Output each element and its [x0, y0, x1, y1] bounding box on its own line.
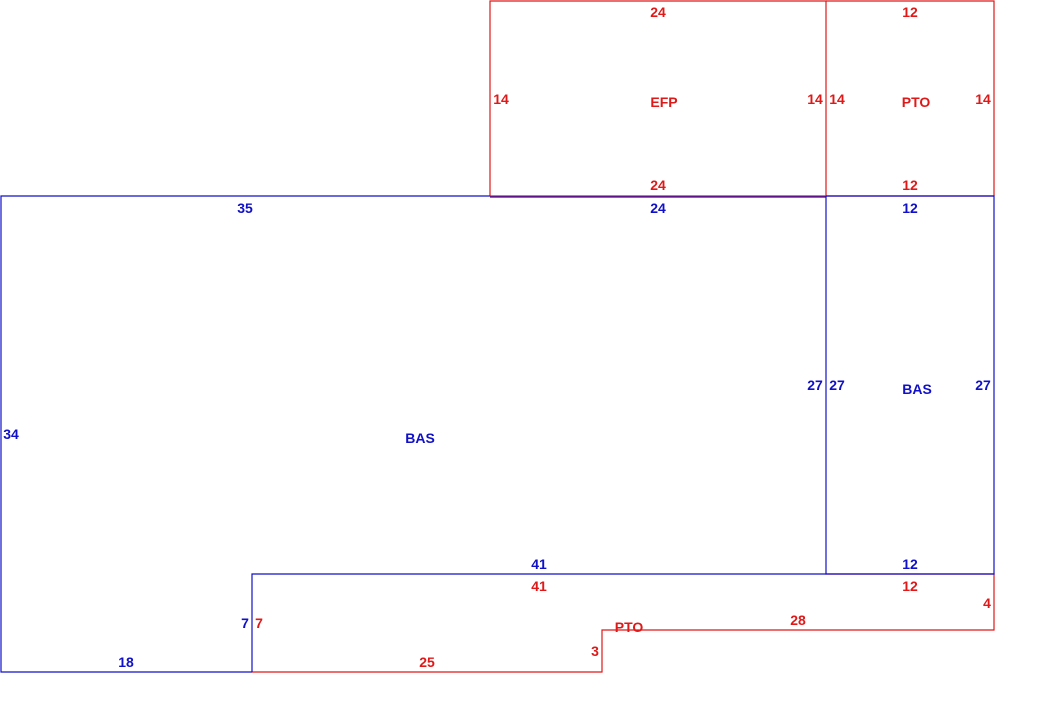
area-label-efp: EFP — [650, 94, 677, 110]
dim-label: 7 — [241, 615, 249, 631]
dim-label: 18 — [118, 654, 134, 670]
bas-main-step — [251, 573, 826, 672]
dim-label: 24 — [650, 4, 666, 20]
dim-label: 14 — [807, 91, 823, 107]
dim-label: 28 — [790, 612, 806, 628]
dim-label: 25 — [419, 654, 435, 670]
area-label-pto-top: PTO — [902, 94, 931, 110]
dim-label: 34 — [3, 426, 19, 442]
area-label-bas-right: BAS — [902, 381, 932, 397]
dim-label: 7 — [255, 615, 263, 631]
dim-label: 24 — [650, 200, 666, 216]
dim-label: 4 — [983, 595, 991, 611]
dim-label: 27 — [975, 377, 991, 393]
bas-main-outline — [0, 195, 490, 673]
dim-label: 14 — [829, 91, 845, 107]
dim-label: 41 — [531, 578, 547, 594]
dim-label: 27 — [807, 377, 823, 393]
bas-right-outline — [825, 195, 995, 575]
dim-label: 41 — [531, 556, 547, 572]
dim-label: 12 — [902, 556, 918, 572]
dim-label: 14 — [975, 91, 991, 107]
dim-label: 14 — [493, 91, 509, 107]
dim-label: 12 — [902, 200, 918, 216]
dim-label: 35 — [237, 200, 253, 216]
efp-outline — [489, 0, 827, 196]
dim-label: 12 — [902, 578, 918, 594]
area-label-pto-bottom: PTO — [615, 619, 644, 635]
dim-label: 3 — [591, 643, 599, 659]
dim-label: 27 — [829, 377, 845, 393]
area-label-bas-main: BAS — [405, 430, 435, 446]
dim-label: 12 — [902, 4, 918, 20]
dim-label: 24 — [650, 177, 666, 193]
dim-label: 12 — [902, 177, 918, 193]
pto-top-outline — [826, 0, 995, 196]
